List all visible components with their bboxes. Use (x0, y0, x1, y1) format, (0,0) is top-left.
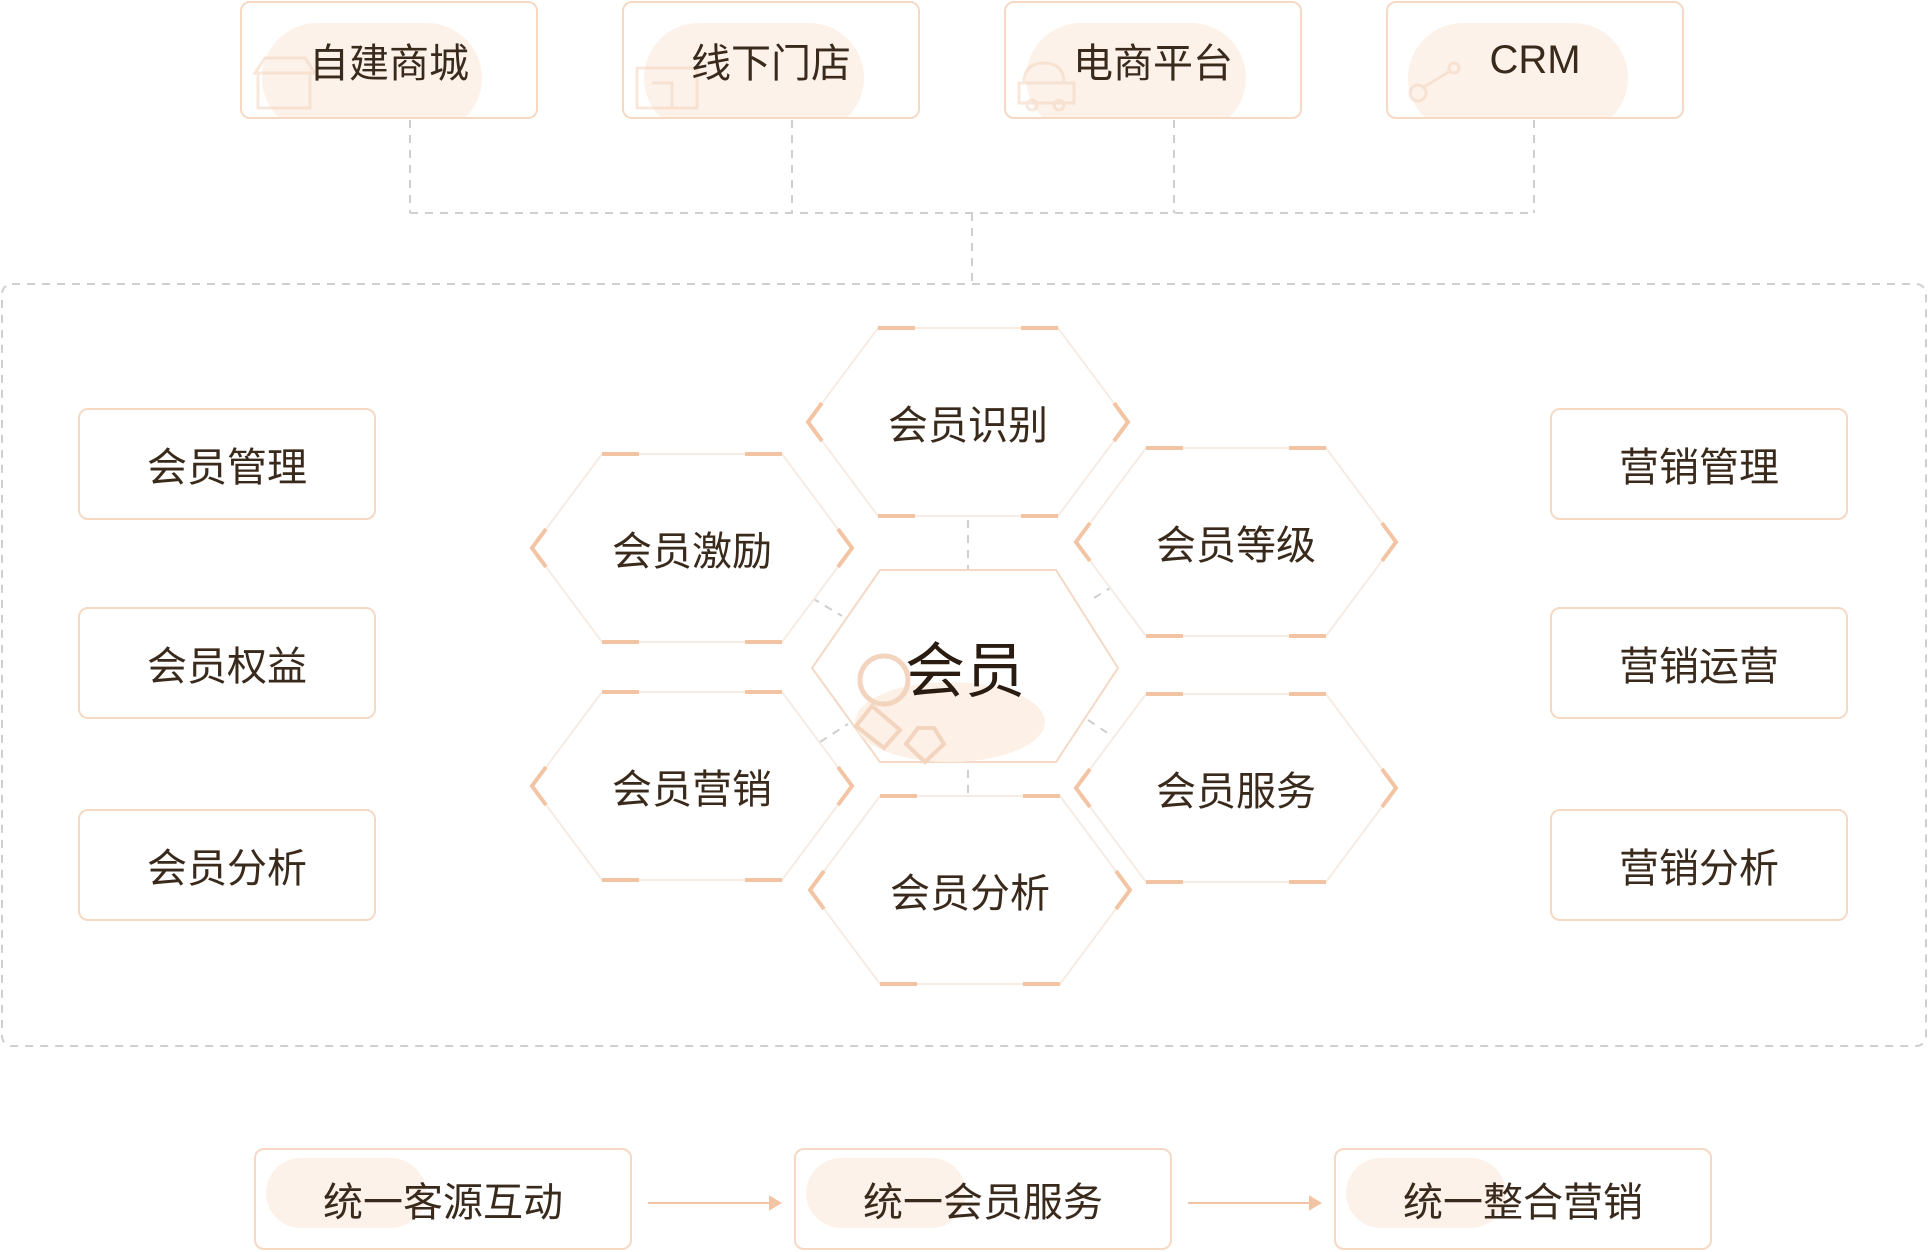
hexagon-bottom-shape (807, 794, 1133, 986)
hexagon-member-marketing: 会员营销 (532, 692, 852, 880)
right-item-label: 营销分析 (1619, 847, 1779, 891)
flow-step-label: 统一会员服务 (863, 1181, 1103, 1225)
hex-connector (819, 723, 849, 743)
hexagon-label: 会员等级 (1156, 524, 1316, 568)
cart-icon (1017, 61, 1076, 112)
hexagon-upper-right-shape (1073, 446, 1399, 638)
hexagon-member-service: 会员服务 (1076, 694, 1396, 882)
left-item-label: 会员权益 (147, 645, 307, 689)
shop-icon (252, 56, 318, 110)
flow-step-label: 统一整合营销 (1403, 1181, 1643, 1225)
left-item-member-rights: 会员权益 (78, 607, 376, 719)
center-label: 会员 (905, 637, 1025, 705)
flow-arrow-head (1309, 1195, 1322, 1211)
hexagon-label: 会员识别 (888, 404, 1048, 448)
hex-connector (811, 597, 843, 617)
source-box-crm: CRM (1386, 1, 1684, 119)
hexagon-member-identification: 会员识别 (808, 328, 1128, 516)
left-item-label: 会员分析 (147, 847, 307, 891)
hexagon-label: 会员营销 (612, 768, 772, 812)
hexagon-member-level: 会员等级 (1076, 448, 1396, 636)
right-item-marketing-operation: 营销运营 (1550, 607, 1848, 719)
hexagon-label: 会员激励 (612, 530, 772, 574)
hexagon-member-incentive: 会员激励 (532, 454, 852, 642)
right-item-marketing-management: 营销管理 (1550, 408, 1848, 520)
hexagon-upper-left-shape (529, 452, 855, 644)
source-box-offline-store: 线下门店 (622, 1, 920, 119)
center-hexagon-member: 会员 (812, 570, 1118, 762)
source-label: 自建商城 (309, 42, 469, 86)
right-item-marketing-analysis: 营销分析 (1550, 809, 1848, 921)
hexagon-label: 会员服务 (1156, 770, 1316, 814)
right-item-label: 营销管理 (1619, 446, 1779, 490)
flow-step-label: 统一客源互动 (323, 1181, 563, 1225)
network-icon (1408, 61, 1461, 103)
hexagon-top-shape (805, 326, 1131, 518)
left-item-member-management: 会员管理 (78, 408, 376, 520)
left-item-label: 会员管理 (147, 446, 307, 490)
hexagon-member-analysis: 会员分析 (810, 796, 1130, 984)
source-box-self-mall: 自建商城 (240, 1, 538, 119)
source-label: 线下门店 (691, 42, 851, 86)
source-label: CRM (1489, 37, 1581, 82)
flow-step-unified-customer-interaction: 统一客源互动 (254, 1148, 632, 1250)
hexagon-label: 会员分析 (890, 872, 1050, 916)
source-label: 电商平台 (1073, 42, 1233, 86)
left-item-member-analysis: 会员分析 (78, 809, 376, 921)
hexagon-lower-left-shape (529, 690, 855, 882)
hex-connector (1093, 581, 1121, 599)
flow-arrow-head (769, 1195, 782, 1211)
platform-container (1, 283, 1927, 1047)
right-item-label: 营销运营 (1619, 645, 1779, 689)
flow-step-unified-member-service: 统一会员服务 (794, 1148, 1172, 1250)
flow-step-unified-integrated-marketing: 统一整合营销 (1334, 1148, 1712, 1250)
source-box-ecommerce: 电商平台 (1004, 1, 1302, 119)
store-icon (635, 66, 699, 110)
center-hexagon-shape (810, 569, 1120, 765)
hexagon-lower-right-shape (1073, 692, 1399, 884)
